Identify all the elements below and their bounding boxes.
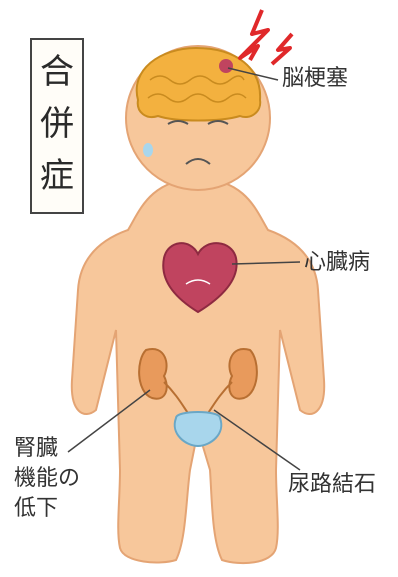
- label-heart: 心臓病: [304, 250, 370, 276]
- label-kidney-line1: 腎臓: [14, 436, 58, 462]
- body-silhouette: [72, 178, 324, 563]
- title-char: 併: [32, 104, 82, 144]
- label-stroke: 脳梗塞: [282, 66, 348, 92]
- title-box: 合 併 症: [30, 38, 84, 214]
- title-char: 症: [32, 156, 82, 196]
- label-stone: 尿路結石: [288, 472, 376, 498]
- kidney-right: [229, 349, 257, 399]
- kidney-left: [139, 349, 167, 399]
- stroke-spot: [219, 59, 233, 73]
- label-kidney-line3: 低下: [14, 496, 58, 522]
- title-char: 合: [32, 52, 82, 92]
- lightning-icon: [240, 10, 268, 60]
- label-kidney-line2: 機能の: [14, 466, 80, 492]
